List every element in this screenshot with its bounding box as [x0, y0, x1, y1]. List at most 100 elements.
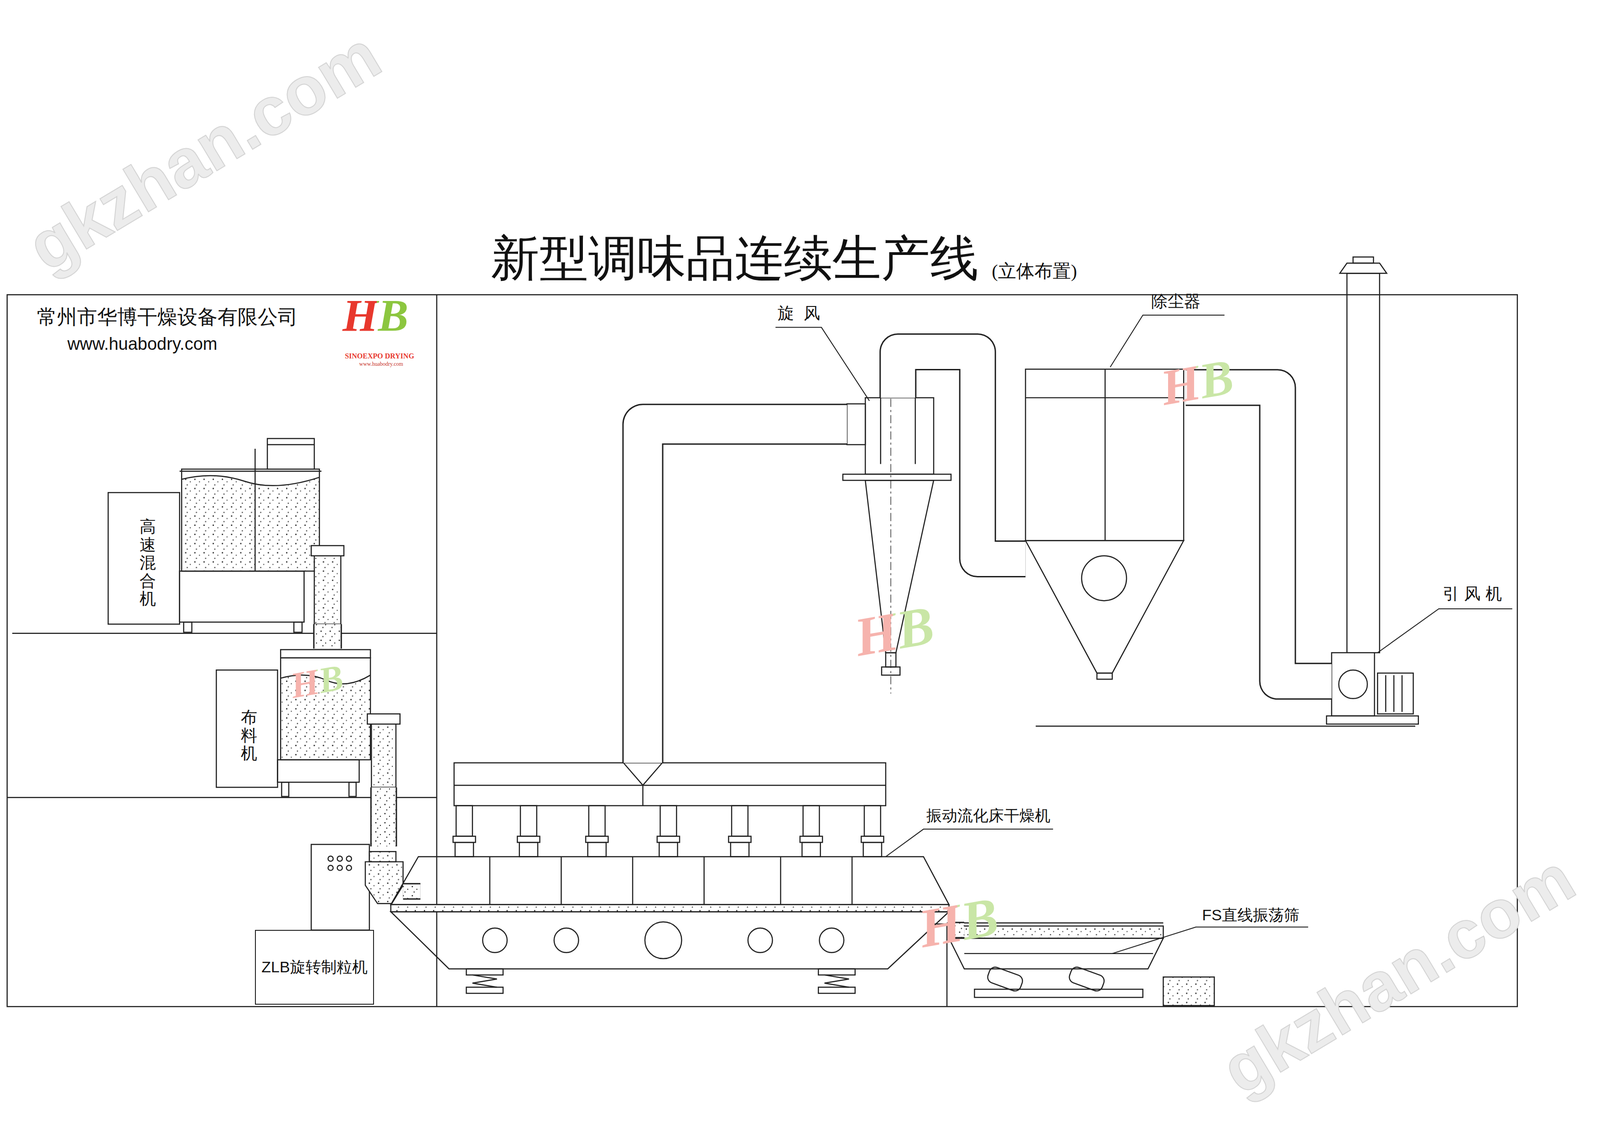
dryer-drawing [489, 856, 852, 905]
dryer-drawing [455, 842, 474, 857]
mixer-drawing [267, 444, 315, 446]
dryer-drawing [390, 904, 950, 913]
duct-outline [1185, 387, 1332, 682]
dust-collector-drawing [1025, 540, 1184, 674]
company-name: 常州市华博干燥设备有限公司 [36, 306, 298, 330]
granulator-drawing [337, 856, 343, 862]
screen-drawing [1067, 965, 1107, 993]
equipment-label: FS直线振荡筛 [1201, 905, 1299, 925]
screen-drawing [986, 965, 1025, 993]
dryer-drawing [644, 922, 682, 960]
fan-drawing [1346, 273, 1380, 653]
screen-drawing [964, 953, 1154, 955]
fan-drawing [1331, 652, 1375, 717]
watermark-logo: HB [912, 888, 1005, 957]
mixer-drawing [108, 438, 344, 633]
granulator-drawing [327, 865, 333, 871]
frame [7, 294, 1518, 1007]
dryer-drawing [731, 805, 749, 837]
distributor-drawing [367, 713, 400, 724]
watermark-logo: HB [285, 658, 349, 705]
dryer-drawing [452, 836, 476, 843]
dryer-drawing [472, 975, 498, 988]
distributor-drawing [216, 670, 278, 788]
equipment-label: 布料机 [240, 708, 258, 764]
duct-outline [313, 624, 343, 650]
drawing [7, 257, 1518, 1008]
mixer-drawing [179, 470, 322, 472]
fan-drawing [1035, 725, 1416, 727]
distributor-drawing [280, 657, 371, 760]
dryer-drawing [390, 911, 950, 969]
title: 新型调味品连续生产线 [490, 229, 979, 288]
mixer-drawing [267, 438, 315, 470]
duct-inner [403, 884, 421, 899]
logo: HB [339, 292, 411, 339]
duct-inner [898, 352, 1026, 560]
granulator-drawing [369, 851, 396, 862]
duct-connector [383, 787, 385, 847]
granulator-drawing [311, 844, 403, 931]
dust-collector-drawing [1081, 555, 1127, 601]
equipment-node: 引风机 [1331, 652, 1421, 725]
fan-drawing [1338, 670, 1368, 699]
distributor-drawing [281, 782, 289, 797]
cyclone-drawing [846, 404, 866, 445]
cyclone-drawing [880, 397, 882, 464]
equipment-label: 振动流化床干燥机 [926, 806, 1051, 826]
dryer-drawing [585, 836, 608, 843]
dryer-drawing [454, 784, 886, 786]
granulator-drawing [346, 865, 352, 871]
equipment-label: 高速混合机 [139, 518, 156, 609]
dryer-drawing [657, 836, 680, 843]
dryer-drawing [863, 842, 882, 857]
dryer-drawing [466, 968, 504, 975]
fan-drawing [1385, 675, 1403, 712]
dryer-drawing [659, 805, 677, 837]
watermark: gkzhan.com [1208, 838, 1588, 1110]
equipment-node: ZLB旋转制粒机 [254, 846, 403, 1005]
dryer-drawing [659, 842, 678, 857]
mixer-drawing [181, 475, 320, 486]
mixer-drawing [183, 622, 193, 633]
mixer-drawing [179, 571, 305, 623]
equipment-node: 振动流化床干燥机 [420, 763, 951, 972]
granulator-drawing [337, 865, 343, 871]
watermark-logo: HB [1154, 350, 1240, 414]
dust-collector-drawing [1104, 369, 1106, 541]
duct-inner [314, 624, 341, 650]
mixer-drawing [181, 475, 320, 572]
distributor-drawing [371, 719, 396, 788]
dryer-drawing [587, 842, 607, 857]
leader-line [1112, 927, 1309, 954]
leader-line [775, 327, 870, 401]
dryer-drawing [466, 987, 504, 994]
fan-drawing [1353, 257, 1374, 264]
duct-inner [642, 424, 847, 763]
equipment-label: ZLB旋转制粒机 [254, 929, 374, 1005]
distributor-drawing [216, 649, 400, 797]
watermark: gkzhan.com [14, 15, 395, 287]
dryer-drawing [748, 928, 773, 953]
granulator-drawing [311, 844, 370, 931]
equipment-node: 高速混合机 [108, 436, 342, 624]
cyclone-drawing [842, 474, 951, 481]
duct-inner [371, 787, 396, 847]
cyclone-drawing [881, 667, 900, 676]
mixer-drawing [254, 448, 256, 572]
leader-line [885, 829, 1054, 857]
duct-outline [403, 883, 421, 900]
duct-outline [898, 352, 1026, 560]
dryer-drawing [819, 928, 845, 953]
fan-drawing [1035, 257, 1419, 727]
mixer-drawing [311, 545, 344, 556]
frame [7, 294, 1518, 1007]
dryer-drawing [482, 928, 508, 953]
granulator-drawing [365, 862, 404, 904]
screen-drawing [974, 989, 1143, 998]
frame [12, 632, 437, 634]
distributor-drawing [348, 782, 357, 797]
dryer-drawing [818, 987, 856, 994]
dryer-drawing [390, 763, 950, 994]
